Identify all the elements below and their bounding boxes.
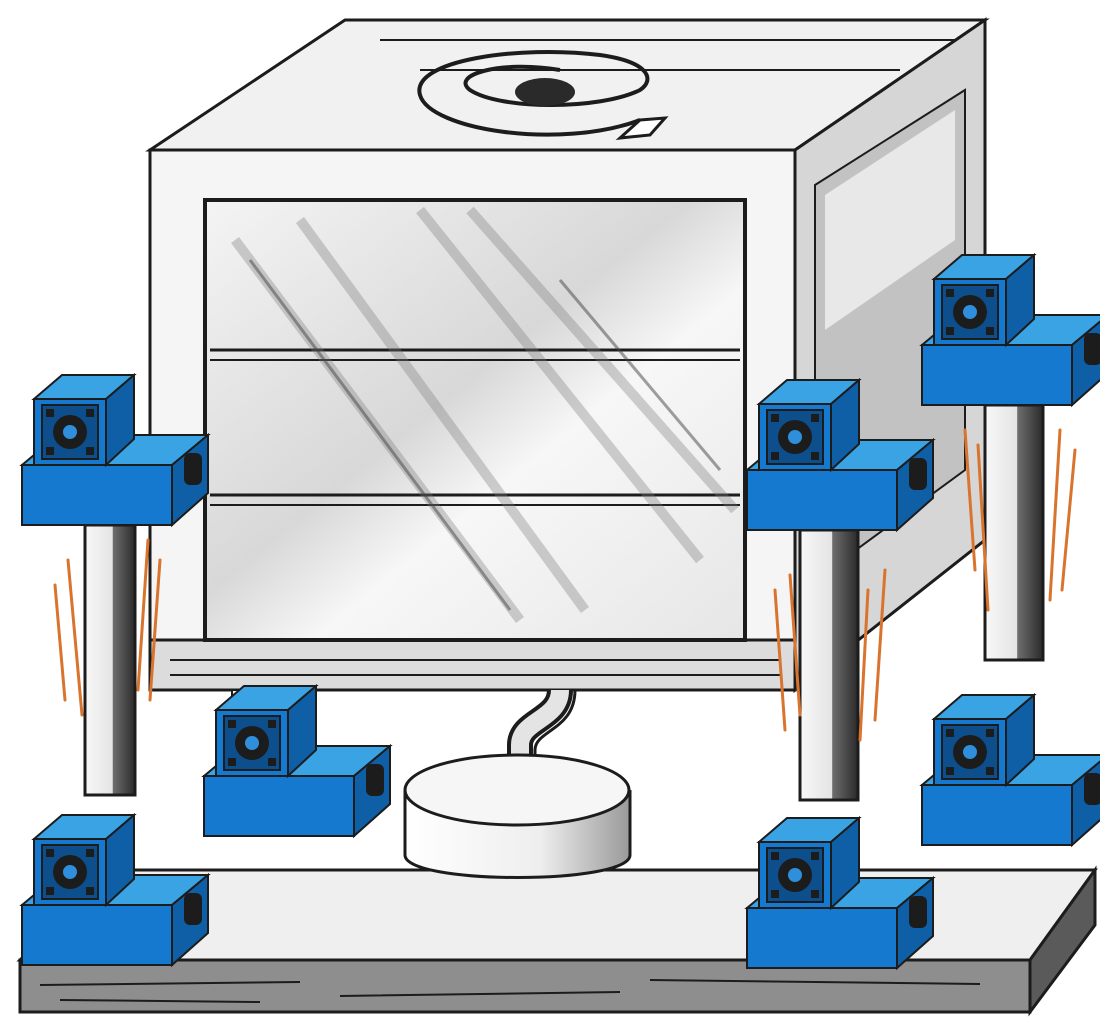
pillar-front-left (85, 525, 135, 795)
connector-block-right-lower (747, 818, 933, 968)
connector-block-back-right-upper (922, 255, 1100, 405)
pillar-front-right (800, 530, 858, 800)
pillar-back-right (985, 405, 1043, 660)
chamber-box (150, 20, 985, 690)
connector-block-back-right-lower (922, 695, 1100, 845)
connector-block-left-lower (22, 815, 208, 965)
drum (405, 690, 630, 878)
connector-block-middle-back (204, 686, 390, 836)
